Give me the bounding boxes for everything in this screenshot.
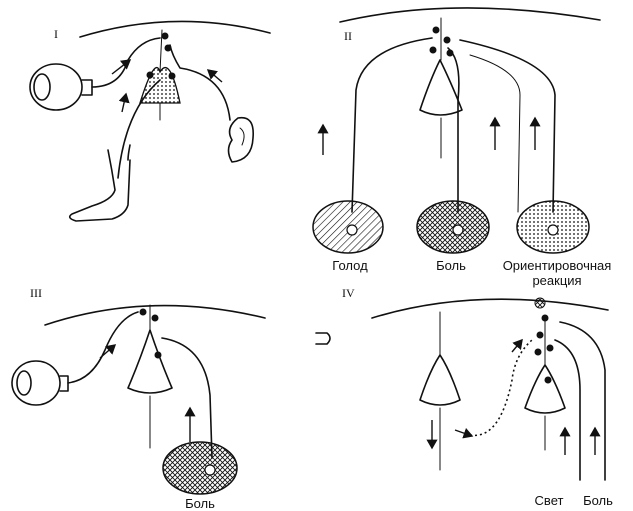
synapse <box>547 345 554 352</box>
synapse <box>447 50 454 57</box>
receptor-cell <box>347 225 357 235</box>
temporary-connection <box>470 340 532 435</box>
cortex-surface <box>340 8 600 22</box>
label-pain: Боль <box>436 258 466 273</box>
synapse <box>147 72 154 79</box>
synapse <box>155 352 162 359</box>
arrow <box>122 94 126 112</box>
pain-fiber <box>162 338 212 458</box>
panel-numeral: II <box>344 29 352 43</box>
neuron-body <box>140 68 180 103</box>
neuron-body <box>420 60 462 115</box>
synapse <box>140 309 147 316</box>
label-reaction: реакция <box>532 273 581 288</box>
ear-icon <box>229 118 254 162</box>
label-light: Свет <box>535 493 564 508</box>
cortex-surface <box>80 21 270 37</box>
cortical-focus <box>535 298 545 308</box>
panel-2: II Голод Боль Ориентировочная реакция <box>313 8 611 288</box>
fiber-pain <box>448 48 459 212</box>
synapse <box>537 332 544 339</box>
synapse <box>545 377 552 384</box>
arrow <box>112 60 130 74</box>
arrow <box>512 340 522 352</box>
pain-fiber <box>560 322 605 480</box>
pain-source <box>163 442 237 494</box>
eye-icon <box>30 64 92 110</box>
pain-source <box>417 201 489 253</box>
visual-fiber <box>68 312 138 383</box>
bracket-mark <box>316 333 330 344</box>
panel-3: III Боль <box>12 286 265 511</box>
neuron-body <box>525 365 565 413</box>
arrow <box>455 430 472 436</box>
receptor-cell <box>205 465 215 475</box>
label-pain: Боль <box>185 496 215 511</box>
fiber-hunger <box>352 38 432 212</box>
auditory-fiber <box>170 45 230 120</box>
synapse <box>169 73 176 80</box>
label-orienting: Ориентировочная <box>503 258 612 273</box>
synapse <box>433 27 440 34</box>
panel-numeral: IV <box>342 286 355 300</box>
panel-numeral: I <box>54 27 58 41</box>
panel-numeral: III <box>30 286 42 300</box>
label-pain: Боль <box>583 493 613 508</box>
synapse <box>542 315 549 322</box>
panel-4: IV Свет Боль <box>316 286 613 508</box>
arrow <box>100 345 115 358</box>
receptor-cell <box>453 225 463 235</box>
eye-icon <box>12 361 68 405</box>
synapse <box>444 37 451 44</box>
fiber-orienting <box>460 40 555 212</box>
synapse <box>165 45 172 52</box>
neuron-body <box>420 355 460 405</box>
cortex-surface <box>372 299 608 318</box>
synapse <box>162 33 169 40</box>
label-hunger: Голод <box>332 258 368 273</box>
synapse <box>152 315 159 322</box>
receptor-cell <box>548 225 558 235</box>
synapse <box>535 349 542 356</box>
synapse <box>430 47 437 54</box>
panel-1: I <box>30 21 270 221</box>
